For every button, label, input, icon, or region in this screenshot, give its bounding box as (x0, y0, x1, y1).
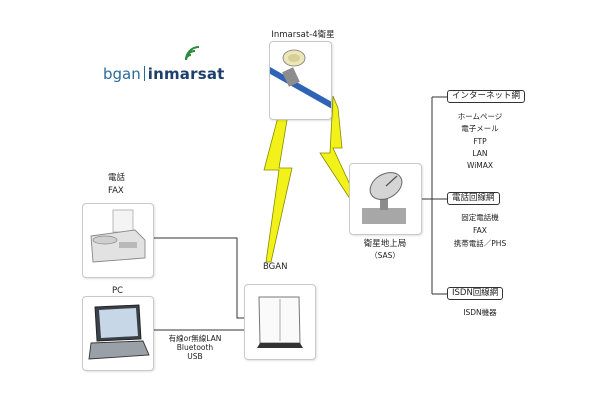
network-phone-label: 電話回線網 (447, 192, 500, 205)
bgan-label: BGAN (263, 262, 288, 272)
fax-machine-icon (90, 209, 146, 263)
network-internet-item: ホームページ (457, 112, 503, 121)
network-phone-item: FAX (473, 226, 487, 235)
signal-waves-icon (185, 46, 200, 61)
network-isdn-label: ISDN回線網 (447, 287, 504, 300)
network-internet-item: LAN (472, 149, 488, 158)
laptop-icon (88, 304, 150, 360)
bgan-terminal-box (244, 284, 316, 360)
network-phone-item: 携帯電話／PHS (453, 239, 507, 248)
ground-station-box (349, 163, 422, 235)
pc-box (82, 296, 154, 371)
satellite-box (262, 41, 342, 120)
fax-to-bgan-line (152, 237, 244, 319)
ground-station-label: 衛星地上局 (363, 239, 407, 249)
bgan-terminal-icon (257, 296, 303, 348)
satellite-icon (262, 49, 342, 113)
network-phone-item: 固定電話機 (461, 213, 499, 222)
fax-label: FAX (108, 186, 124, 196)
logo-bgan-text: bgan (103, 65, 141, 83)
logo-inmarsat-text: inmarsat (147, 65, 225, 83)
connection-label-usb: USB (187, 352, 203, 361)
lightning-bolt-bgan (263, 96, 293, 263)
connection-label-lan: 有線or無線LAN (168, 334, 222, 343)
fax-machine-box (82, 203, 154, 278)
bgan-inmarsat-logo: bgan inmarsat (103, 64, 225, 83)
satellite-dish-icon (362, 172, 406, 224)
connection-label-bluetooth: Bluetooth (176, 343, 214, 352)
pc-label: PC (112, 286, 124, 296)
network-internet-item: WiMAX (466, 161, 494, 170)
ground-station-sublabel: （SAS） (370, 251, 400, 260)
network-isdn-item: ISDN機器 (463, 308, 497, 317)
network-internet-item: FTP (473, 137, 487, 146)
network-internet-label: インターネット網 (447, 90, 526, 103)
phone-label: 電話 (108, 173, 126, 183)
network-internet-item: 電子メール (461, 124, 499, 133)
satellite-label: Inmarsat-4衛星 (271, 30, 335, 40)
